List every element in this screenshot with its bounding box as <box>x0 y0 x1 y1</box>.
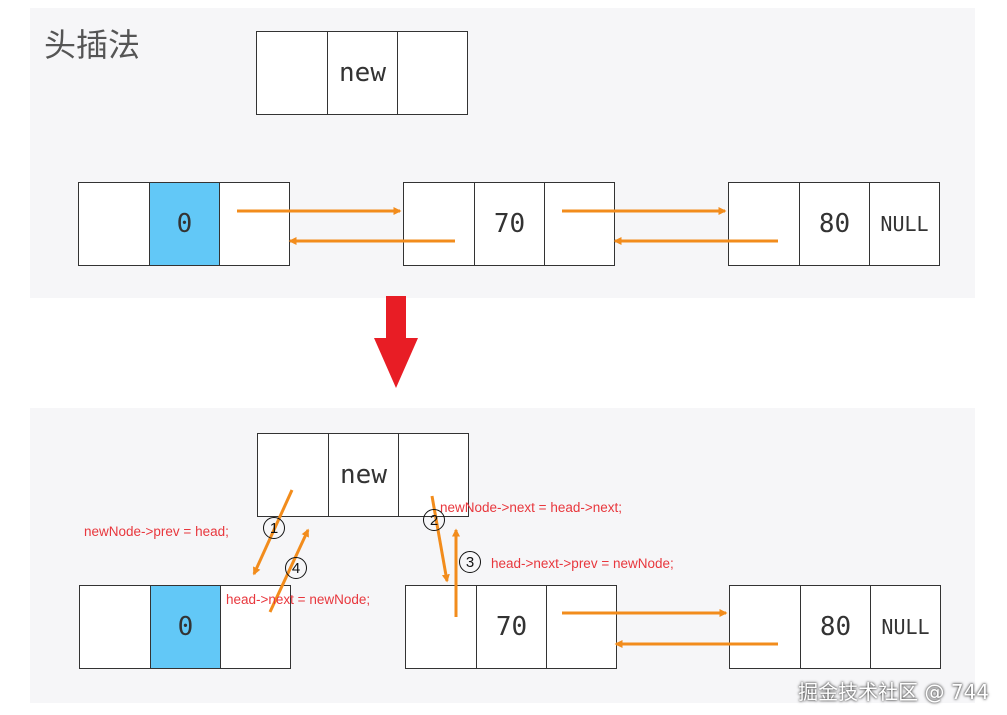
top-new-data-cell: new <box>327 32 397 114</box>
bottom-head-next-cell <box>220 586 290 668</box>
step3-number: 3 <box>459 551 481 573</box>
top-80-next-cell: NULL <box>869 183 939 265</box>
step2-number: 2 <box>423 509 445 531</box>
bottom-80-next-cell: NULL <box>870 586 940 668</box>
top-70-next-cell <box>544 183 614 265</box>
bottom-new-node: new <box>257 433 469 517</box>
bottom-node-70: 70 <box>405 585 617 669</box>
bottom-node-80: 80 NULL <box>729 585 941 669</box>
step4-number: 4 <box>285 557 307 579</box>
top-head-next-cell <box>219 183 289 265</box>
diagram-title: 头插法 <box>44 26 141 64</box>
bottom-70-next-cell <box>546 586 616 668</box>
step1-number: 1 <box>263 517 285 539</box>
bottom-head-data-cell: 0 <box>150 586 220 668</box>
bottom-node-head: 0 <box>79 585 291 669</box>
bottom-80-data-cell: 80 <box>800 586 870 668</box>
step2-label: newNode->next = head->next; <box>440 500 622 515</box>
top-new-node: new <box>256 31 468 115</box>
top-new-next-cell <box>397 32 467 114</box>
top-node-80: 80 NULL <box>728 182 940 266</box>
bottom-70-data-cell: 70 <box>476 586 546 668</box>
top-node-70: 70 <box>403 182 615 266</box>
bottom-new-data-cell: new <box>328 434 398 516</box>
step3-label: head->next->prev = newNode; <box>491 556 674 571</box>
top-70-data-cell: 70 <box>474 183 544 265</box>
watermark: 掘金技术社区 @ 744 <box>798 680 989 704</box>
top-head-data-cell: 0 <box>149 183 219 265</box>
bottom-new-next-cell <box>398 434 468 516</box>
top-node-head: 0 <box>78 182 290 266</box>
step1-label: newNode->prev = head; <box>84 524 229 539</box>
top-80-data-cell: 80 <box>799 183 869 265</box>
step4-label: head->next = newNode; <box>226 592 371 607</box>
transform-down-arrow <box>374 296 418 388</box>
